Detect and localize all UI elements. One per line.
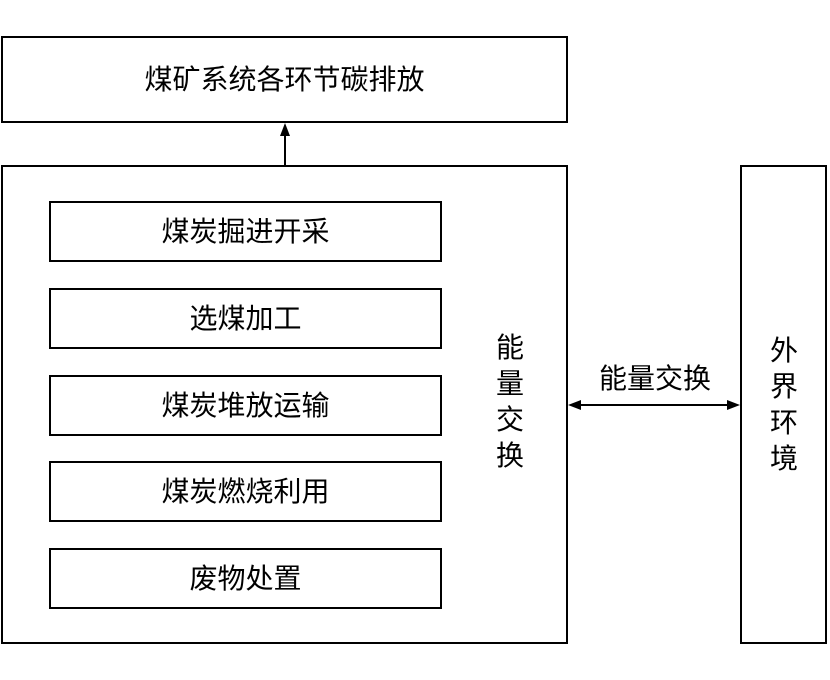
process-item-label: 废物处置 xyxy=(189,561,302,595)
energy-exchange-side-label: 能 量 交 换 xyxy=(495,331,524,472)
carbon-emission-box: 煤矿系统各环节碳排放 xyxy=(1,36,568,123)
process-item-washing: 选煤加工 xyxy=(49,288,442,349)
process-item-combustion: 煤炭燃烧利用 xyxy=(49,461,442,522)
process-item-label: 煤炭掘进开采 xyxy=(161,214,330,248)
process-item-waste: 废物处置 xyxy=(49,548,442,609)
external-environment-label: 外 界 环 境 xyxy=(769,334,798,475)
exchange-arrowhead-right xyxy=(727,400,740,410)
process-item-mining: 煤炭掘进开采 xyxy=(49,201,442,262)
energy-exchange-label: 能量交换 xyxy=(598,362,711,395)
process-item-label: 煤炭堆放运输 xyxy=(161,388,330,422)
process-item-transport: 煤炭堆放运输 xyxy=(49,375,442,436)
carbon-emission-label: 煤矿系统各环节碳排放 xyxy=(144,62,425,96)
emission-arrowhead xyxy=(280,123,290,136)
process-item-label: 煤炭燃烧利用 xyxy=(161,474,330,508)
exchange-arrowhead-left xyxy=(568,400,581,410)
process-item-label: 选煤加工 xyxy=(189,301,302,335)
external-environment-box: 外 界 环 境 xyxy=(740,165,827,644)
